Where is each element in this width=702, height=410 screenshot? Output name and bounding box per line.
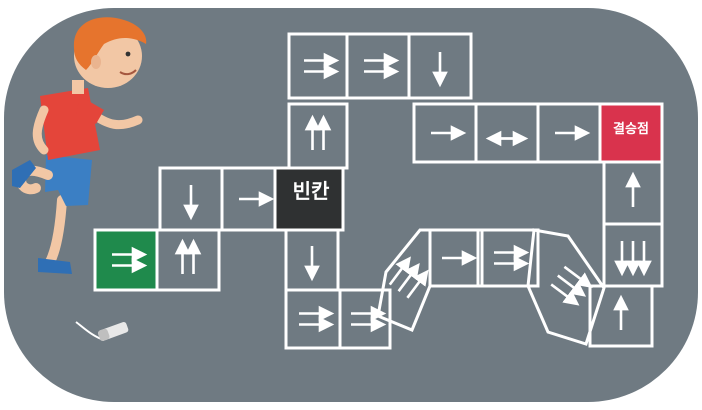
asphalt-ground [4, 8, 698, 402]
board-cell-c6 [287, 102, 349, 170]
board-cell-c16 [588, 284, 654, 348]
up-right-arrow-icon [397, 262, 420, 292]
up-right-arrow-icon [388, 256, 411, 286]
boy-hopping-figure [12, 17, 147, 274]
goal-cell-label: 결승점 [613, 121, 649, 137]
down-right-arrow-icon [557, 274, 587, 297]
board-cell-c23 [284, 228, 340, 292]
down-right-arrow-icon [550, 283, 580, 306]
board-cell-start [93, 228, 159, 292]
board-cell-c18 [476, 228, 540, 288]
down-right-arrow-icon [563, 265, 593, 288]
blank-cell-label: 빈칸 [293, 179, 330, 203]
up-right-arrow-icon [406, 269, 429, 299]
chalk-icon [75, 321, 129, 341]
board-cell-c9 [407, 32, 473, 100]
board-cells [93, 32, 664, 350]
